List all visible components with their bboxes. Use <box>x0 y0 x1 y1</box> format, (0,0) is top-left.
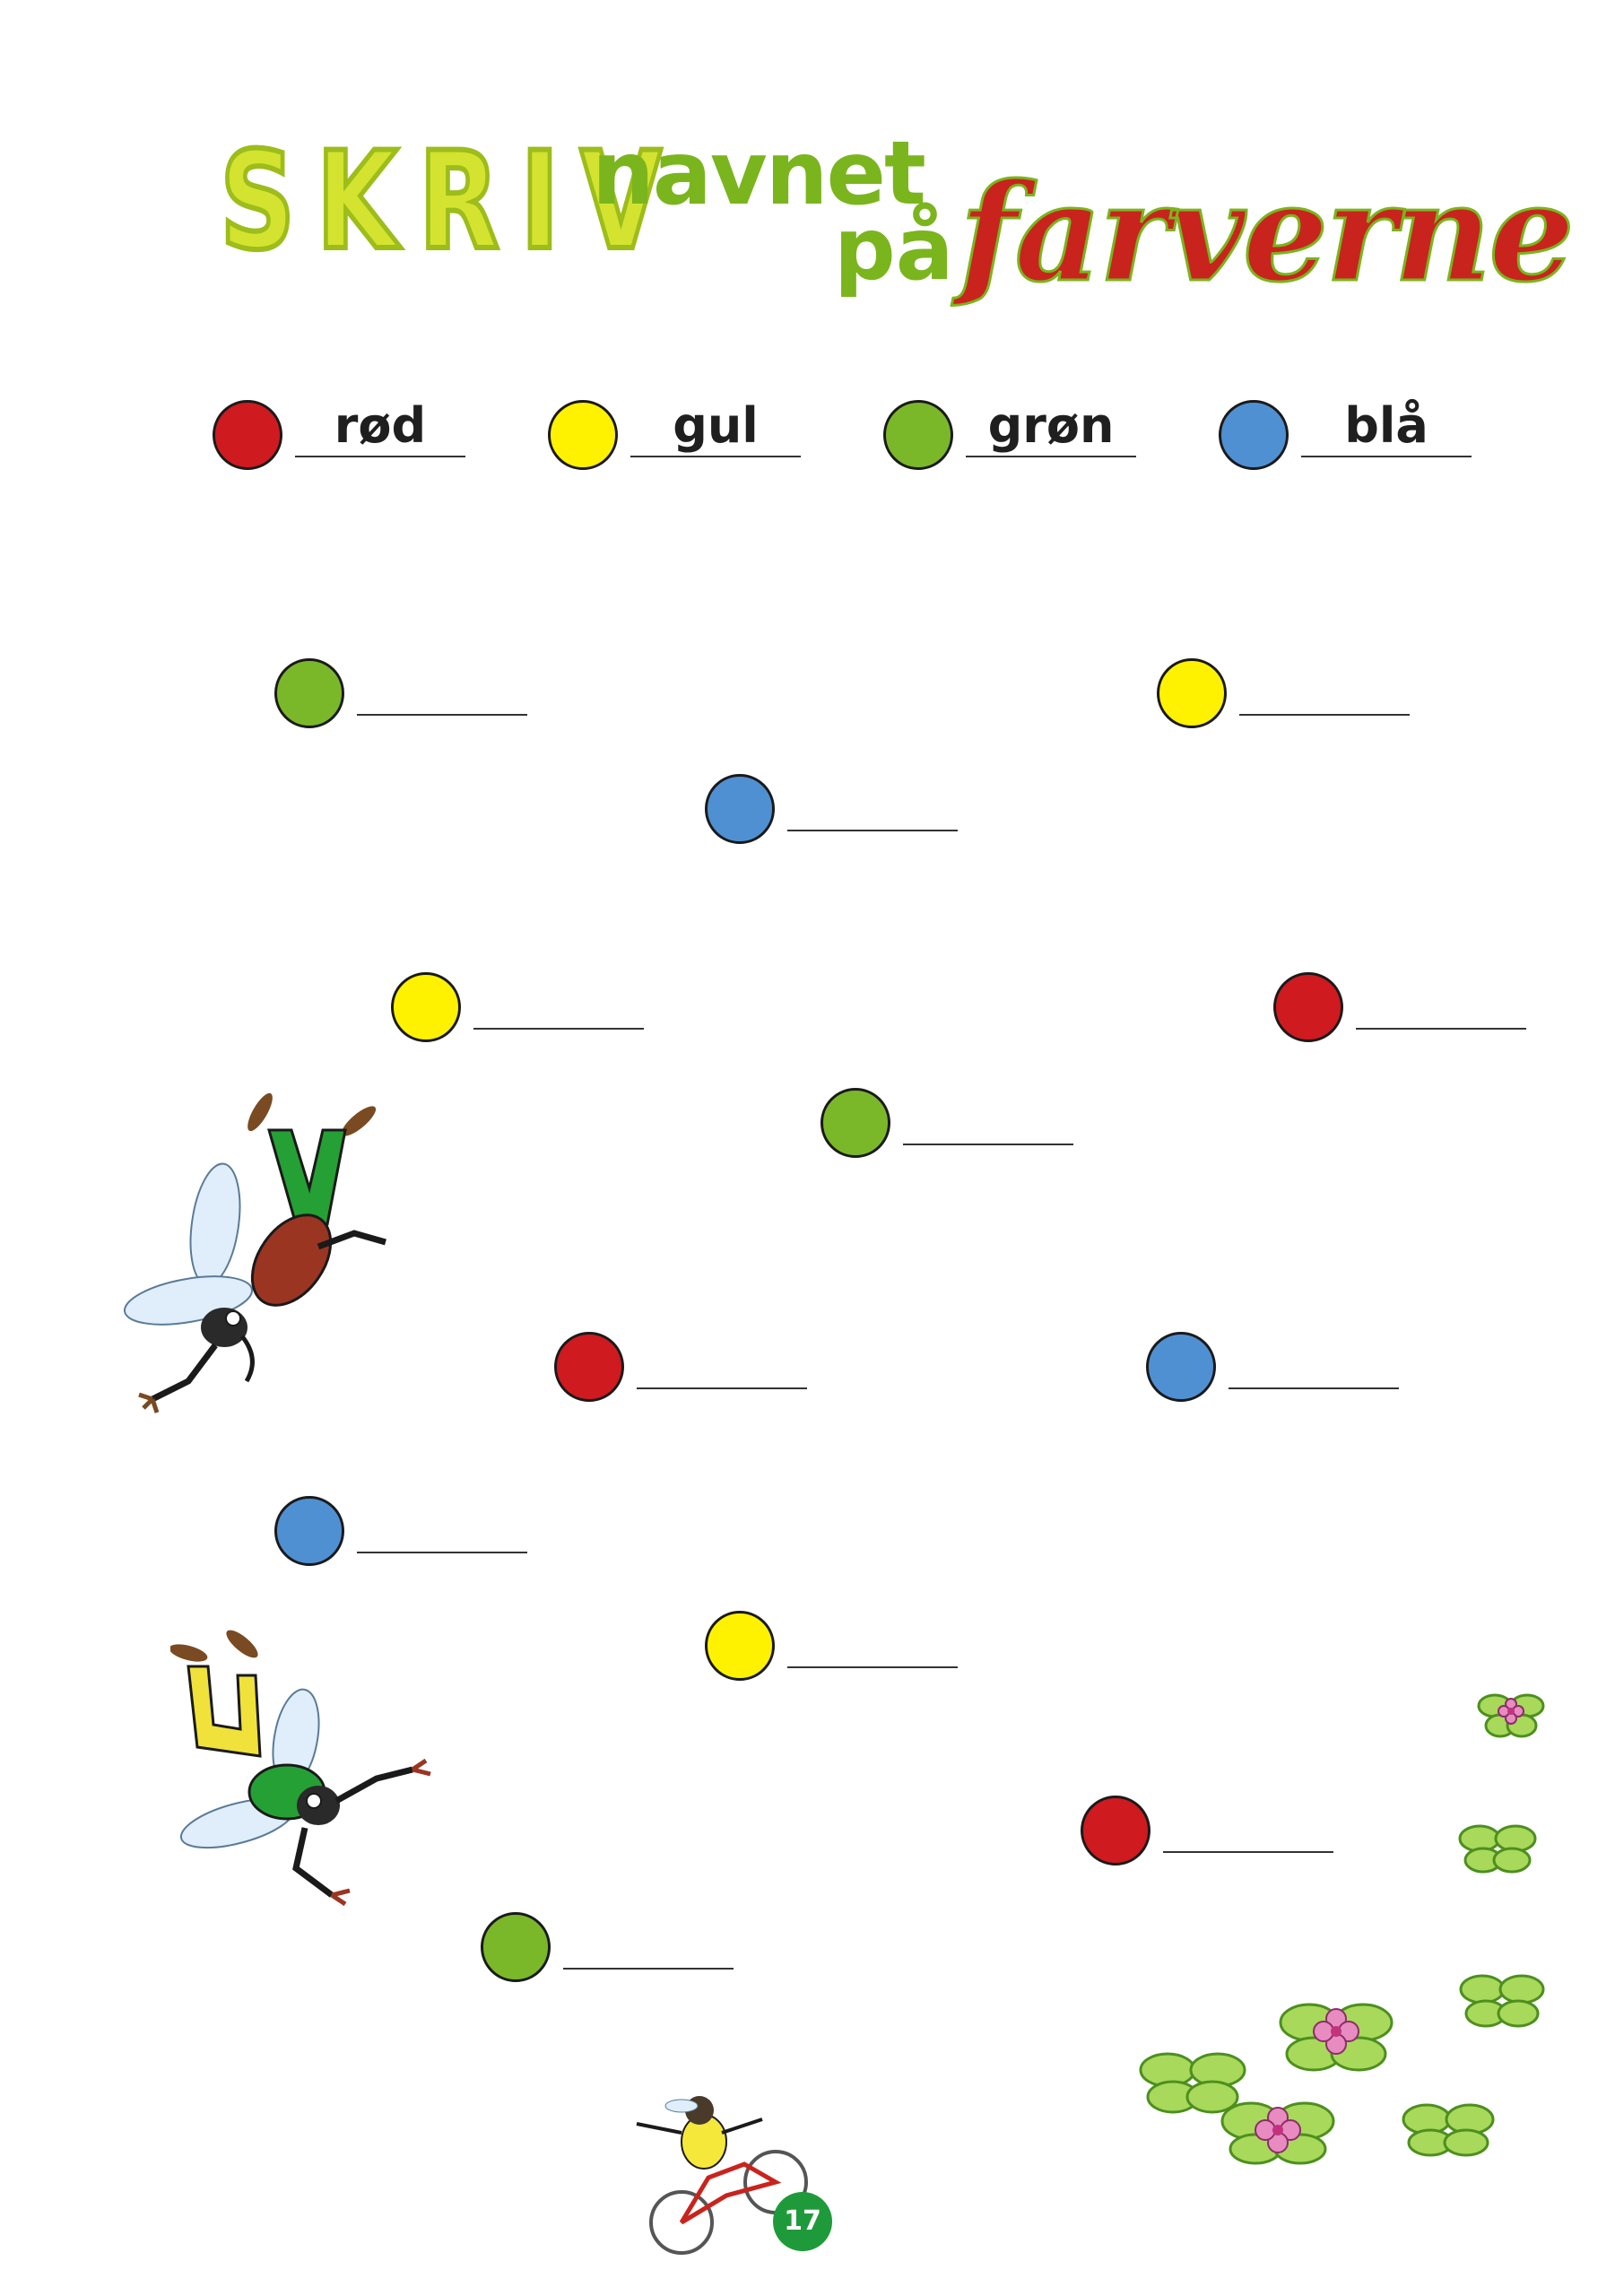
answer-line <box>1301 456 1472 457</box>
exercise-item-2[interactable] <box>1157 653 1435 734</box>
legend-word-yellow: gul <box>673 397 759 454</box>
red-dot <box>1081 1796 1150 1866</box>
page-title: SKRIV navnet på farverne <box>0 0 1615 359</box>
yellow-dot <box>548 400 618 470</box>
yellow-dot <box>705 1611 775 1681</box>
answer-line[interactable] <box>903 1144 1073 1145</box>
mosquito-on-bicycle-icon <box>636 2096 808 2255</box>
title-farverne: farverne <box>959 154 1576 312</box>
mosquito-yellow-pants-icon <box>170 1630 431 1907</box>
title-skriv: SKRIV <box>218 124 683 280</box>
yellow-dot <box>1157 658 1227 728</box>
legend-word-red: rød <box>334 397 427 454</box>
green-dot <box>883 400 953 470</box>
title-navnet: navnet <box>592 123 926 225</box>
answer-line[interactable] <box>1356 1028 1526 1030</box>
answer-line <box>295 456 465 457</box>
exercise-item-3[interactable] <box>705 769 983 849</box>
legend-item-green: grøn <box>883 395 1161 475</box>
answer-line <box>966 456 1136 457</box>
answer-line[interactable] <box>563 1968 734 1970</box>
legend-item-red: rød <box>213 395 491 475</box>
exercise-item-9[interactable] <box>274 1491 552 1571</box>
answer-line[interactable] <box>357 1552 527 1553</box>
exercise-item-10[interactable] <box>705 1605 983 1686</box>
answer-line[interactable] <box>1163 1851 1333 1853</box>
answer-line[interactable] <box>787 830 958 831</box>
blue-dot <box>1146 1332 1216 1402</box>
blue-dot <box>1219 400 1289 470</box>
legend-item-blue: blå <box>1219 395 1497 475</box>
exercise-item-4[interactable] <box>391 967 669 1048</box>
yellow-dot <box>391 972 461 1042</box>
green-dot <box>481 1912 551 1982</box>
exercise-item-8[interactable] <box>1146 1326 1424 1407</box>
legend-word-blue: blå <box>1344 397 1428 454</box>
exercise-item-12[interactable] <box>481 1907 759 1987</box>
answer-line <box>630 456 801 457</box>
green-dot <box>821 1088 890 1158</box>
answer-line[interactable] <box>357 714 527 716</box>
page-number: 17 <box>773 2192 832 2251</box>
legend-item-yellow: gul <box>548 395 826 475</box>
title-pa: på <box>834 199 954 300</box>
exercise-item-1[interactable] <box>274 653 552 734</box>
legend-word-green: grøn <box>987 397 1115 454</box>
exercise-item-5[interactable] <box>1273 967 1551 1048</box>
answer-line[interactable] <box>473 1028 644 1030</box>
exercise-item-11[interactable] <box>1081 1790 1359 1871</box>
answer-line[interactable] <box>787 1666 958 1668</box>
blue-dot <box>705 774 775 844</box>
red-dot <box>554 1332 624 1402</box>
red-dot <box>1273 972 1343 1042</box>
clover-flowers-icon <box>1139 1693 1545 2165</box>
red-dot <box>213 400 282 470</box>
answer-line[interactable] <box>1239 714 1410 716</box>
exercise-item-7[interactable] <box>554 1326 832 1407</box>
answer-line[interactable] <box>637 1387 807 1389</box>
mosquito-green-pants-icon <box>123 1092 386 1413</box>
exercise-item-6[interactable] <box>821 1083 1098 1163</box>
green-dot <box>274 658 344 728</box>
blue-dot <box>274 1496 344 1566</box>
answer-line[interactable] <box>1229 1387 1399 1389</box>
